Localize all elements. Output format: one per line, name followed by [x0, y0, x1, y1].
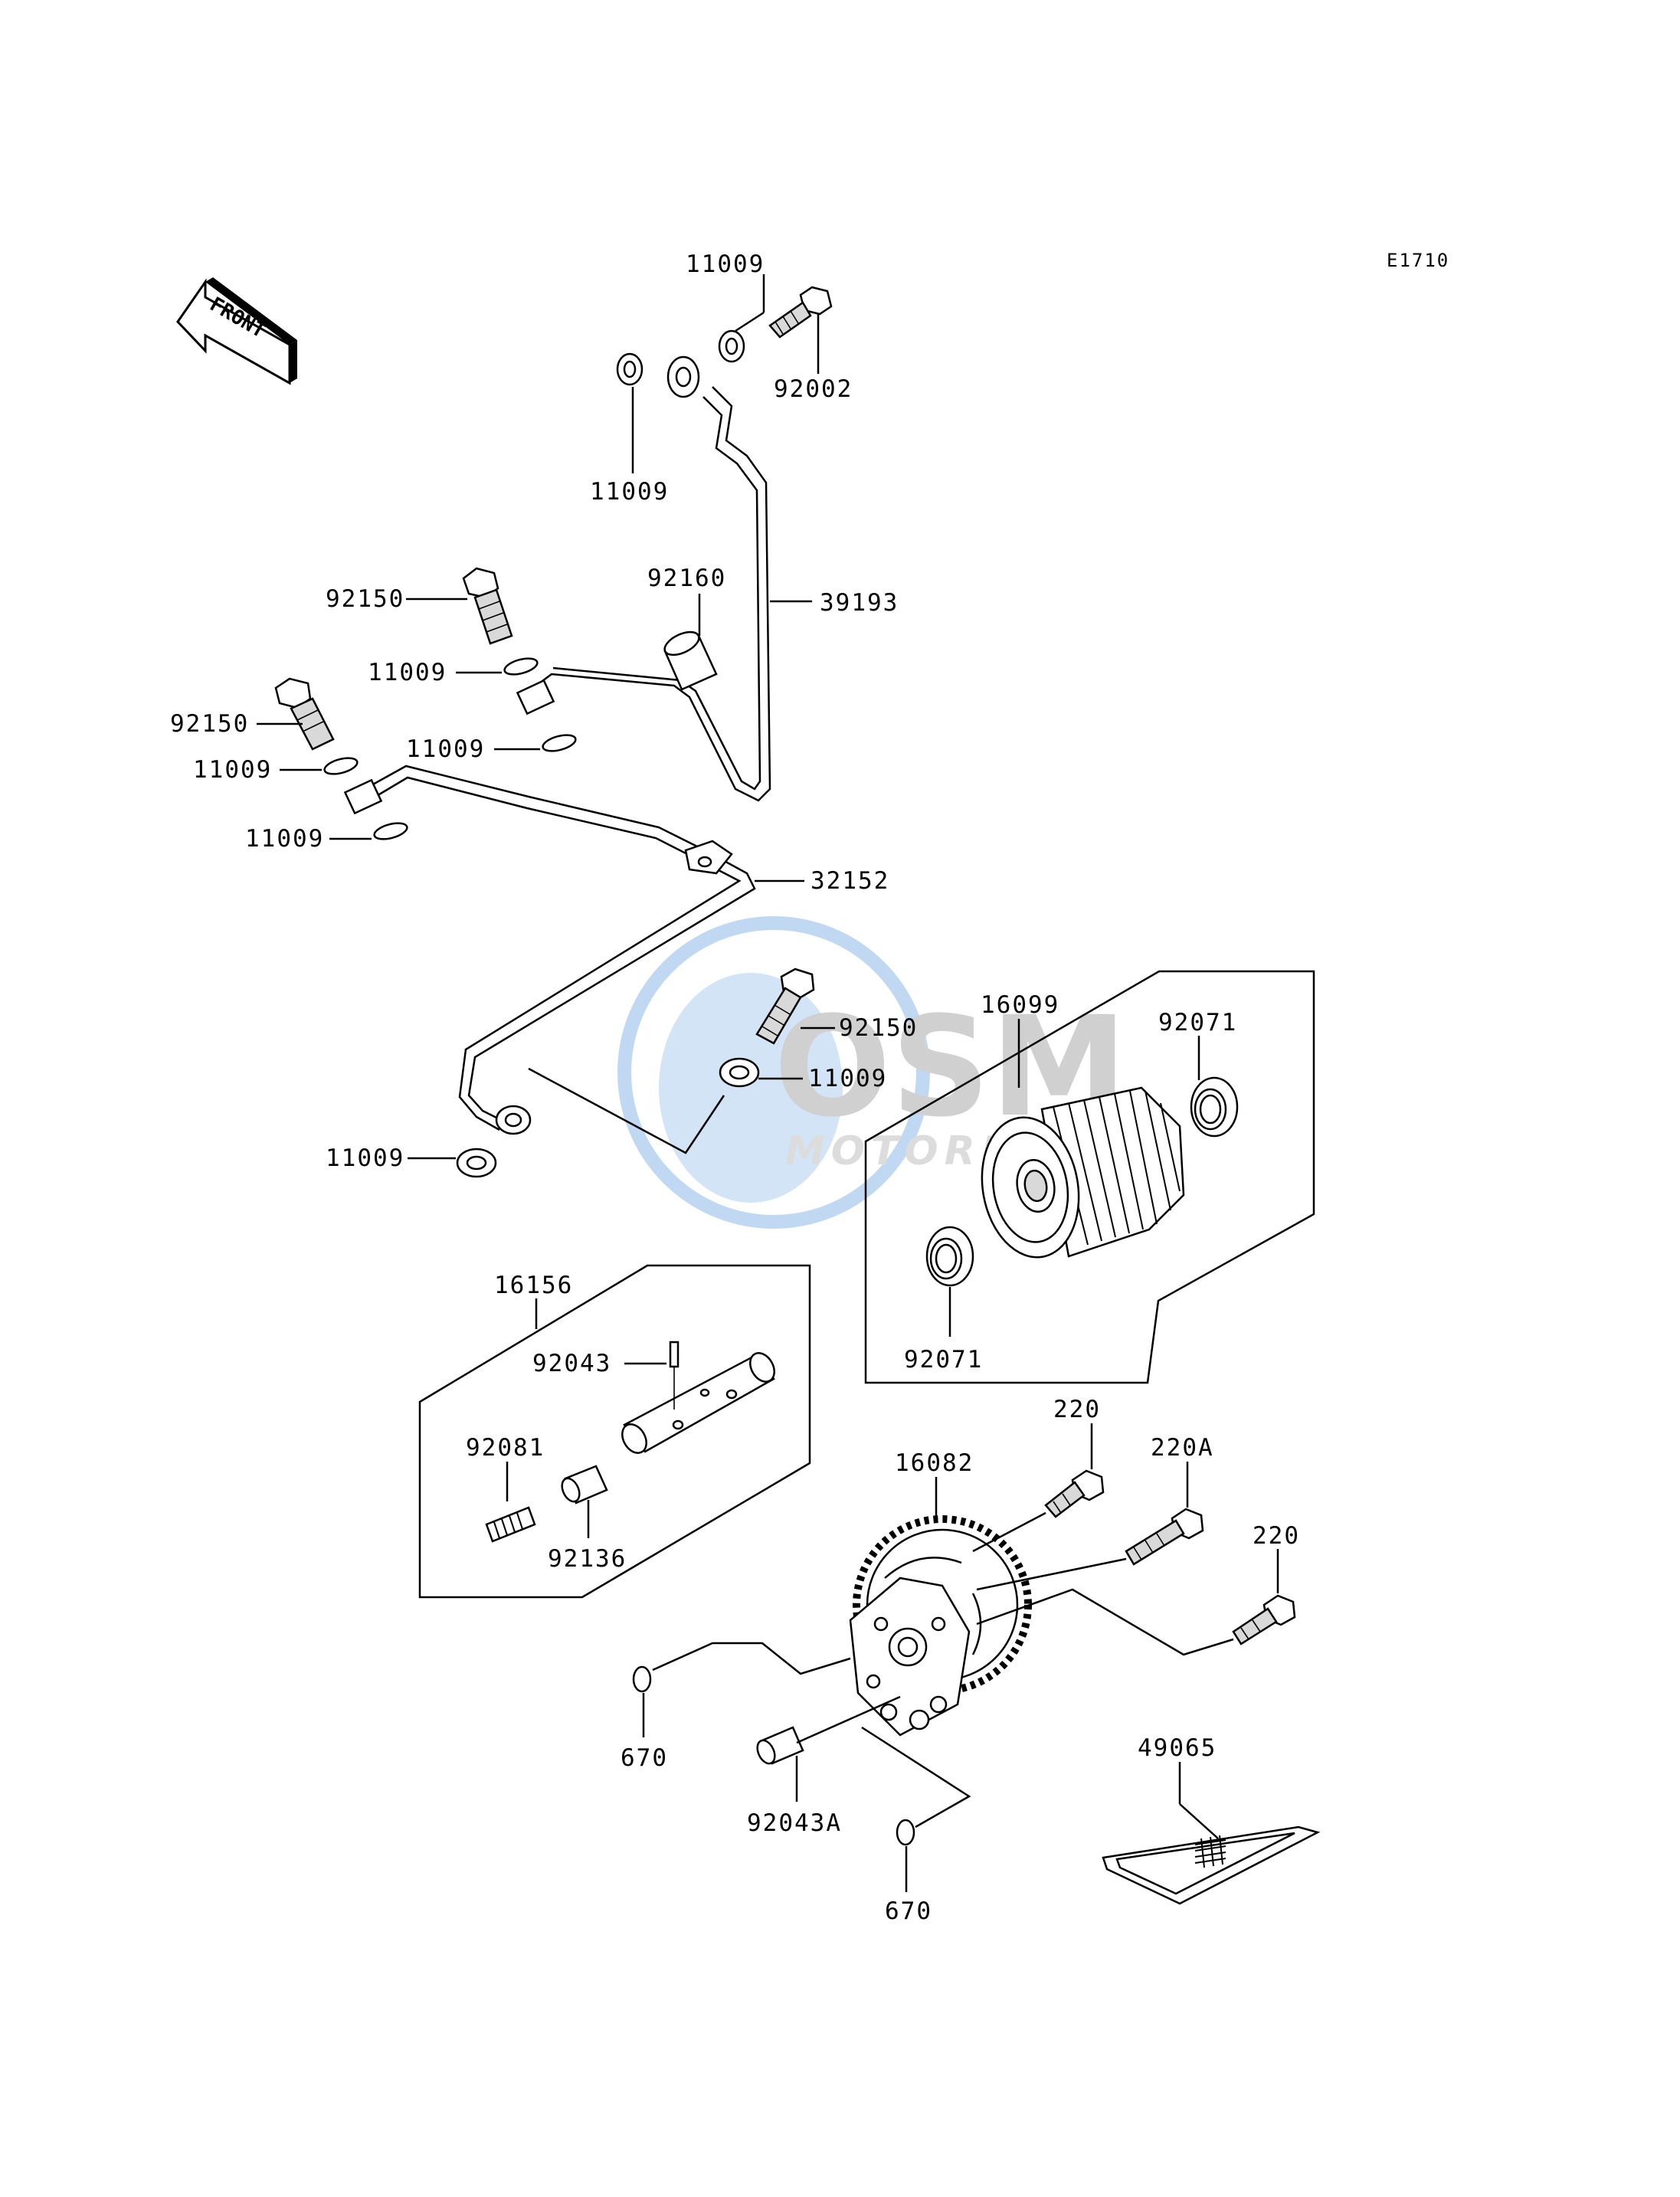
dowel-92043A: [756, 1726, 804, 1765]
oil-pipe-32152: [343, 765, 756, 1135]
label-16099: 16099: [981, 991, 1059, 1019]
label-92150-b: 92150: [170, 710, 249, 738]
label-11009-a: 11009: [686, 250, 765, 278]
label-92160: 92160: [647, 565, 726, 592]
plunger-92136: [561, 1465, 608, 1505]
label-32152: 32152: [811, 867, 889, 895]
label-11009-g: 11009: [808, 1065, 887, 1092]
bolt-92150-left: [274, 677, 335, 751]
leader-220-b2: [976, 1588, 1234, 1656]
oil-pipe-39193: [516, 355, 771, 802]
oring-92071-left: [925, 1226, 974, 1287]
leader-49065-2: [1179, 1803, 1219, 1839]
label-49065: 49065: [1138, 1734, 1217, 1762]
label-11009-d: 11009: [193, 756, 272, 784]
washer-11009-top-right: [718, 329, 745, 363]
oil-pump-16082: [849, 1515, 1032, 1737]
label-11009-e: 11009: [406, 735, 485, 763]
label-92150-c: 92150: [839, 1014, 918, 1042]
label-92150-a: 92150: [326, 585, 404, 613]
label-16156: 16156: [494, 1272, 573, 1299]
leader-670-b: [861, 1726, 971, 1829]
oring-92071-right: [1190, 1076, 1239, 1138]
bolt-92150-center: [755, 968, 815, 1045]
pin-92043: [669, 1341, 680, 1368]
washer-11009-center: [719, 1057, 760, 1088]
label-220A: 220A: [1151, 1434, 1214, 1462]
leader-220-a2: [972, 1511, 1046, 1553]
label-11009-h: 11009: [326, 1144, 404, 1172]
bolt-220A: [1125, 1508, 1204, 1566]
washer-11009-bottom: [456, 1148, 497, 1178]
diagram-code: E1710: [1387, 250, 1449, 271]
label-92002: 92002: [774, 375, 853, 403]
label-92081: 92081: [466, 1434, 545, 1462]
leader-11009-a2: [735, 311, 765, 332]
leader-92043A-2: [796, 1695, 901, 1744]
label-16082: 16082: [895, 1449, 974, 1477]
label-670-a: 670: [621, 1744, 668, 1772]
washer-11009-top-left: [616, 352, 644, 386]
washer-11009-left2: [373, 822, 408, 840]
relief-valve-16156: [621, 1352, 775, 1454]
label-92043: 92043: [532, 1350, 611, 1377]
washer-11009-mid2: [542, 734, 577, 752]
bolt-92002: [768, 286, 833, 339]
sleeve-92160: [663, 630, 718, 691]
label-220-b: 220: [1253, 1522, 1300, 1550]
oil-strainer-49065: [1102, 1825, 1321, 1905]
washer-11009-left1: [323, 757, 359, 775]
label-11009-f: 11009: [245, 825, 324, 853]
leader-220A-2: [976, 1557, 1127, 1591]
oil-filter-16099: [981, 1086, 1185, 1259]
bolt-92150-upper: [462, 567, 513, 645]
label-11009-c: 11009: [368, 659, 447, 686]
label-92071-a: 92071: [1158, 1009, 1237, 1036]
relief-valve-box: [418, 1264, 811, 1599]
watermark: OSM MOTORPARTS: [617, 916, 1147, 1229]
bolt-220-right: [1232, 1594, 1296, 1645]
label-670-b: 670: [885, 1897, 932, 1925]
label-92136: 92136: [548, 1545, 627, 1573]
label-92043A: 92043A: [747, 1809, 842, 1837]
bolt-220-top: [1044, 1469, 1105, 1518]
leader-670-a: [652, 1642, 851, 1675]
spring-92081: [485, 1506, 536, 1543]
washer-11009-mid1: [503, 657, 539, 676]
oring-670-left: [632, 1665, 652, 1693]
label-220-a: 220: [1053, 1396, 1101, 1423]
label-92071-b: 92071: [904, 1346, 983, 1374]
label-39193: 39193: [820, 589, 899, 617]
leader-washer-link: [528, 1067, 725, 1154]
label-11009-b: 11009: [590, 478, 669, 506]
front-arrow-icon: FRONT: [176, 277, 297, 385]
filter-kit-box: [864, 970, 1315, 1384]
oring-670-right: [896, 1819, 915, 1846]
